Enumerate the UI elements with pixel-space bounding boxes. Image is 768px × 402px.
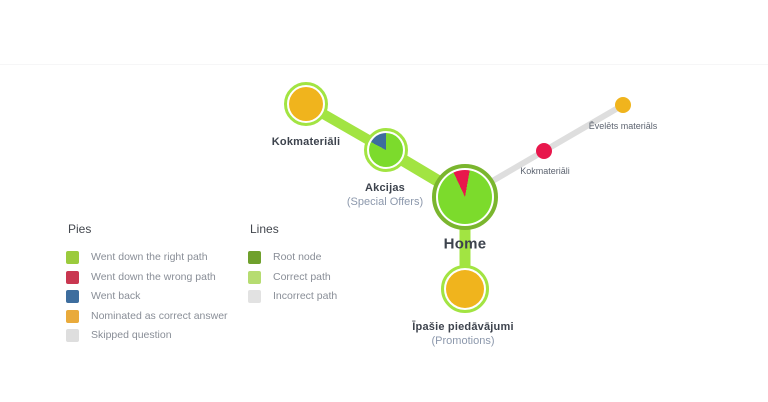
- node-kokmateriali-pie: [289, 87, 323, 121]
- node-kokmateriali-small-pie: [536, 143, 552, 159]
- pies-legend-title: Pies: [68, 222, 92, 236]
- node-label: Akcijas: [365, 182, 405, 194]
- legend-label: Went down the right path: [91, 251, 208, 263]
- legend-swatch: [248, 251, 261, 264]
- legend-label: Nominated as correct answer: [91, 309, 228, 322]
- lines-legend-title: Lines: [250, 222, 279, 236]
- node-ipasie-piedavajumi-pie: [446, 270, 484, 308]
- legend-item: Skipped question: [66, 329, 228, 342]
- node-home[interactable]: [432, 164, 498, 230]
- legend-item: Nominated as correct answer: [66, 309, 228, 323]
- node-label: (Promotions): [431, 335, 495, 347]
- legend-label: Root node: [273, 251, 322, 263]
- legend-swatch: [66, 309, 79, 323]
- node-evelets-materials-pie: [615, 97, 631, 113]
- node-label: Kokmateriāli: [520, 166, 570, 176]
- node-label: Īpašie piedāvājumi: [412, 321, 514, 333]
- legend-swatch: [248, 270, 261, 284]
- legend-item: Went back: [66, 290, 228, 303]
- legend-item: Incorrect path: [248, 290, 337, 303]
- faint-divider: [0, 64, 768, 65]
- node-label: Ēvelēts materiāls: [588, 121, 658, 131]
- legend-swatch: [66, 329, 79, 342]
- node-kokmateriali[interactable]: [284, 82, 328, 126]
- legend-swatch: [66, 270, 79, 284]
- legend-label: Went back: [91, 290, 141, 302]
- legend-label: Skipped question: [91, 329, 172, 341]
- node-kokmateriali-small[interactable]: [536, 143, 552, 159]
- legend-swatch: [248, 290, 261, 303]
- node-akcijas-pie: [369, 133, 403, 167]
- node-label: (Special Offers): [346, 196, 424, 208]
- node-evelets-materials[interactable]: [615, 97, 631, 113]
- legend-label: Correct path: [273, 270, 331, 283]
- legend-item: Root node: [248, 251, 337, 264]
- legend-label: Incorrect path: [273, 290, 338, 302]
- legend-swatch: [66, 290, 79, 303]
- legend-item: Went down the wrong path: [66, 270, 228, 284]
- node-label: Kokmateriāli: [271, 136, 341, 148]
- legend-label: Went down the wrong path: [91, 270, 216, 283]
- legend-item: Went down the right path: [66, 251, 228, 264]
- legend-swatch: [66, 251, 79, 264]
- legend-item: Correct path: [248, 270, 337, 284]
- node-ipasie-piedavajumi[interactable]: [441, 265, 489, 313]
- node-label: Home: [443, 235, 487, 253]
- node-akcijas[interactable]: [364, 128, 408, 172]
- node-home-pie: [438, 170, 492, 224]
